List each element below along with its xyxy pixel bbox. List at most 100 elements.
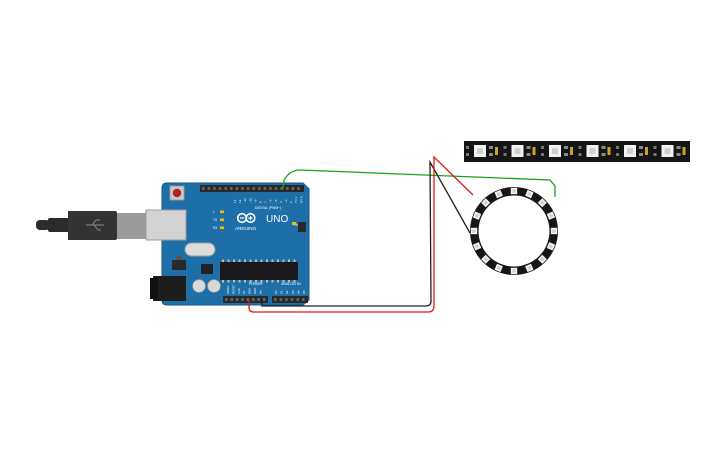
digital-pin-14[interactable]: [280, 187, 283, 190]
digital-pin-6[interactable]: [235, 187, 239, 190]
digital-pin-11[interactable]: [263, 187, 267, 190]
ring-pixel: [472, 242, 482, 251]
ring-pixel: [494, 189, 503, 199]
digital-header: [200, 185, 304, 192]
power-jack: [153, 276, 186, 301]
strip-pixel: [653, 145, 686, 157]
neopixel-ring-16[interactable]: [470, 187, 558, 275]
digital-pin-5[interactable]: [230, 187, 233, 190]
power-pin-label: 3.3V: [237, 288, 241, 294]
analog-pin-4[interactable]: [296, 298, 299, 301]
ring-hole: [478, 195, 550, 267]
digital-pin-7[interactable]: [241, 187, 244, 190]
ring-pixel: [510, 187, 518, 195]
power-pin-6[interactable]: [257, 298, 260, 301]
digital-pin-13[interactable]: [274, 187, 278, 190]
digital-pin-15[interactable]: [286, 187, 289, 190]
ring-pixel: [472, 211, 482, 220]
status-led-label: L: [213, 210, 215, 214]
power-jack-face: [150, 278, 158, 299]
digital-pin-label: ~11: [243, 198, 247, 203]
digital-pin-label: ~3: [284, 199, 288, 203]
board-model-label: UNO: [266, 214, 288, 225]
atmega-chip: [220, 259, 298, 283]
digital-pin-0[interactable]: [202, 187, 205, 190]
ring-pixel: [550, 227, 558, 235]
analog-pin-label: A4: [296, 290, 300, 294]
power-pin-label: GND: [253, 288, 257, 294]
ring-pixel: [525, 263, 534, 273]
digital-pin-9[interactable]: [252, 187, 255, 190]
digital-pin-12[interactable]: [269, 187, 272, 190]
usb-cable-body: [48, 218, 70, 232]
digital-pin-row: [202, 187, 300, 190]
digital-pin-8[interactable]: [246, 187, 250, 190]
ring-pixel: [546, 211, 556, 220]
digital-header-label: DIGITAL (PWM~): [255, 206, 281, 210]
power-wire[interactable]: [248, 155, 474, 313]
analog-pin-label: A5: [302, 290, 306, 294]
digital-pin-label: ~9: [253, 199, 257, 203]
arduino-logo: [236, 212, 256, 224]
regulator-tab: [176, 256, 182, 260]
analog-pin-label: A2: [285, 290, 289, 294]
ring-pixel: [525, 189, 534, 199]
voltage-regulator: [172, 260, 186, 270]
status-led-label: RX: [213, 226, 218, 230]
power-header-label: POWER: [249, 282, 263, 286]
power-pin-7[interactable]: [262, 298, 266, 301]
digital-pin-label: 4: [279, 201, 283, 203]
neopixel-strip[interactable]: [464, 141, 690, 162]
analog-pin-2[interactable]: [285, 298, 288, 301]
ground-wire[interactable]: [261, 159, 471, 307]
power-pin-5[interactable]: [252, 298, 255, 301]
status-led-rx: [220, 226, 224, 230]
board-brand-label: ARDUINO: [235, 226, 257, 231]
smd-chip: [201, 264, 213, 274]
digital-pin-label: 8: [259, 201, 263, 203]
power-pin-label: 5V: [242, 290, 246, 294]
digital-pin-1[interactable]: [207, 187, 211, 190]
digital-pin-10[interactable]: [258, 187, 261, 190]
analog-pin-5[interactable]: [302, 298, 305, 301]
power-pin-2[interactable]: [235, 298, 239, 301]
digital-pin-label: ~5: [274, 199, 278, 203]
digital-pin-4[interactable]: [224, 187, 227, 190]
digital-pin-3[interactable]: [218, 187, 222, 190]
data-wire[interactable]: [282, 169, 556, 197]
digital-pin-label: 2: [289, 201, 293, 203]
power-pin-3[interactable]: [241, 298, 244, 301]
strip-pixel: [541, 145, 573, 157]
analog-pin-label: A1: [280, 290, 284, 294]
reset-button[interactable]: [169, 185, 185, 201]
crystal-oscillator: [184, 242, 216, 257]
digital-pin-16[interactable]: [291, 187, 295, 190]
digital-pin-2[interactable]: [213, 187, 216, 190]
ring-pixel: [470, 227, 478, 235]
power-pin-label: GND: [248, 288, 252, 294]
usb-plug-tip: [36, 220, 50, 230]
digital-pin-label: 7: [264, 201, 268, 203]
analog-pin-label: A3: [291, 290, 295, 294]
analog-header: [272, 296, 308, 303]
power-pin-1[interactable]: [230, 298, 233, 301]
analog-pin-0[interactable]: [274, 298, 277, 301]
power-pin-4[interactable]: [246, 298, 250, 301]
wires: [248, 155, 556, 313]
digital-pin-17[interactable]: [297, 187, 300, 190]
strip-pixel: [578, 145, 611, 157]
power-pin-label: RESET: [231, 284, 235, 294]
usb-jack: [145, 209, 187, 241]
on-led: [292, 222, 296, 225]
capacitor-2: [207, 279, 221, 293]
analog-pin-3[interactable]: [290, 298, 294, 301]
analog-pin-1[interactable]: [279, 298, 283, 301]
status-led-tx: [220, 218, 224, 222]
power-pin-0[interactable]: [225, 298, 228, 301]
digital-pin-label: RX 0: [299, 196, 303, 203]
